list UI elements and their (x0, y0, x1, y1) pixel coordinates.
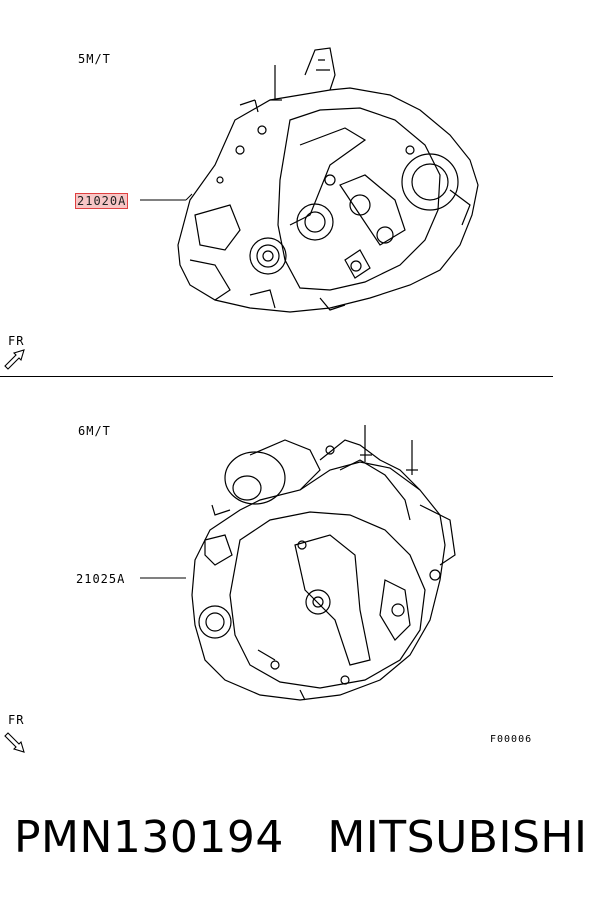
section-divider (0, 376, 553, 377)
figure-code: F00006 (490, 734, 533, 745)
fr-arrow-icon (4, 732, 25, 753)
transmission-6mt-drawing (191, 425, 456, 701)
transmission-5mt-drawing (177, 47, 479, 313)
variant-label-5mt: 5M/T (78, 52, 111, 66)
footer-caption: PMN130194 MITSUBISHI (14, 812, 587, 863)
fr-arrow-icon (4, 349, 25, 370)
footer-part-number: PMN130194 (14, 812, 284, 863)
direction-label-fr-top: FR (8, 334, 25, 348)
footer-brand: MITSUBISHI (327, 812, 588, 863)
part-callout-21025A[interactable]: 21025A (76, 572, 126, 586)
part-callout-21020A[interactable]: 21020A (74, 193, 129, 209)
direction-label-fr-bottom: FR (8, 713, 25, 727)
variant-label-6mt: 6M/T (78, 424, 111, 438)
